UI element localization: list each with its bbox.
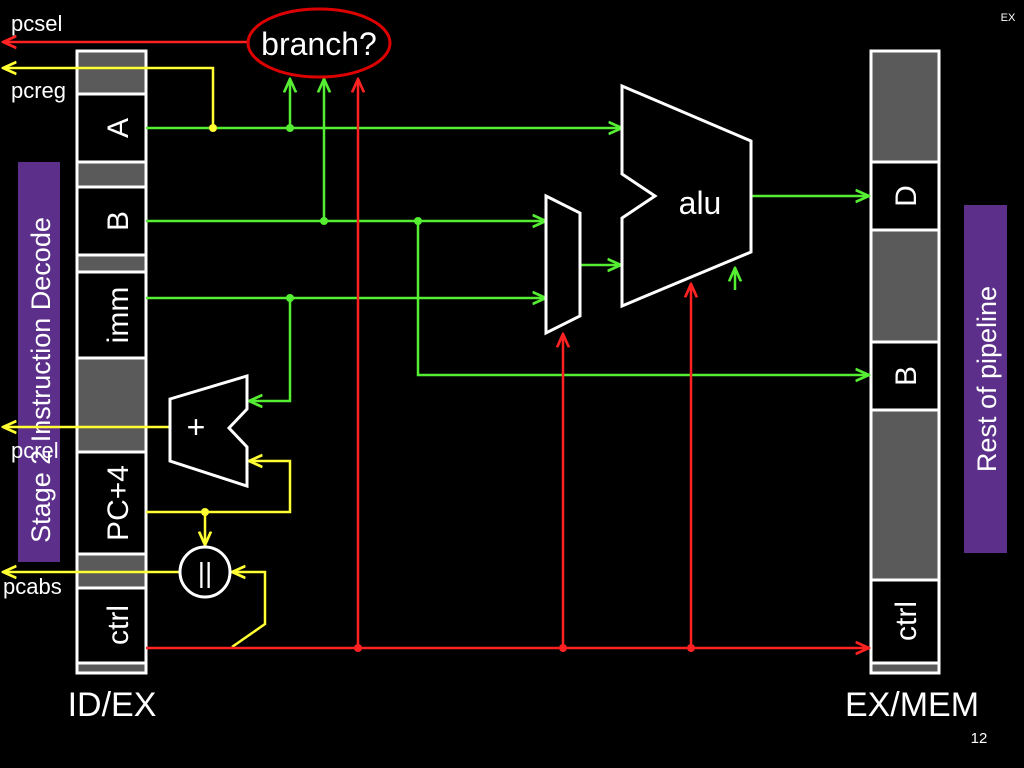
- id-ex-field-a: A: [102, 118, 135, 138]
- ex-mem-label: EX/MEM: [845, 686, 979, 724]
- pcreg-label: pcreg: [11, 78, 66, 103]
- ex-mem-field-b: B: [890, 366, 923, 386]
- branch-comparator: branch?: [246, 7, 392, 79]
- control-junctions: [354, 644, 695, 652]
- right-pipeline-banner: Rest of pipeline: [964, 205, 1007, 553]
- left-stage-banner: Stage 2 Instruction Decode: [18, 162, 60, 562]
- id-ex-field-pc4: PC+4: [102, 465, 135, 541]
- control-wires: [3, 42, 869, 648]
- datapath-wires: [146, 79, 869, 401]
- page-number: 12: [971, 730, 988, 747]
- alu-label: alu: [679, 185, 722, 221]
- alu: alu: [620, 83, 753, 309]
- id-ex-register: A B imm PC+4 ctrl: [75, 49, 148, 675]
- branch-label: branch?: [261, 26, 377, 62]
- ex-mem-register: D B ctrl: [869, 49, 941, 675]
- or-label: ||: [198, 557, 213, 588]
- pcabs-label: pcabs: [3, 574, 62, 599]
- id-ex-label: ID/EX: [68, 686, 157, 724]
- or-gate: ||: [178, 545, 232, 599]
- pc-adder: +: [168, 373, 249, 489]
- id-ex-field-b: B: [102, 211, 135, 231]
- ex-mem-field-ctrl: ctrl: [890, 601, 923, 641]
- adder-label: +: [187, 409, 206, 445]
- pcrel-label: pcrel: [11, 438, 59, 463]
- pc-wires: [3, 68, 292, 649]
- id-ex-field-imm: imm: [102, 287, 135, 344]
- right-banner-text: Rest of pipeline: [972, 286, 1002, 472]
- id-ex-field-ctrl: ctrl: [102, 605, 135, 645]
- left-banner-text: Stage 2 Instruction Decode: [26, 217, 56, 543]
- ex-mem-field-d: D: [890, 185, 923, 207]
- alu-input-mux: [544, 193, 582, 336]
- datapath-junctions: [286, 124, 422, 302]
- pcsel-label: pcsel: [11, 11, 62, 36]
- pc-junctions: [201, 124, 217, 516]
- corner-tag: EX: [1001, 12, 1016, 24]
